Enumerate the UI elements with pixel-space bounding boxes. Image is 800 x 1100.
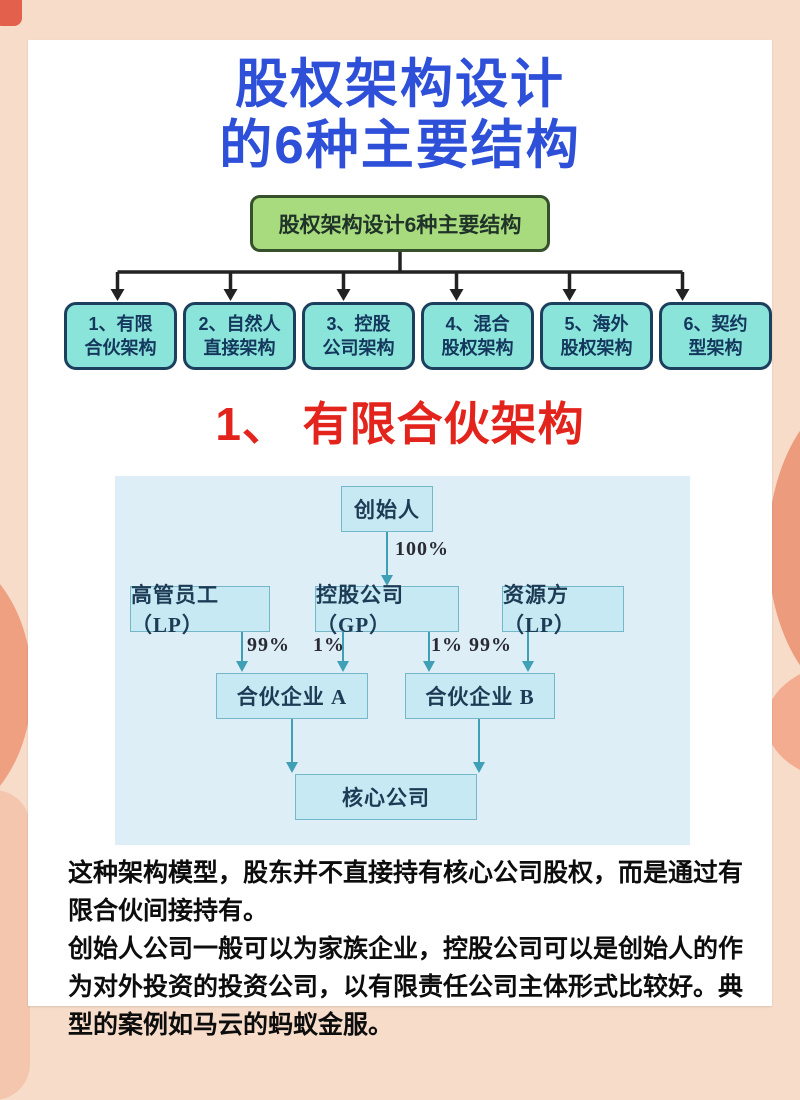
notes-text: 这种架构模型，股东并不直接持有核心公司股权，而是通过有限合伙间接持有。 创始人公… (68, 854, 750, 1044)
branch-label: 合伙架构 (84, 338, 157, 358)
node-founder: 创始人 (341, 486, 433, 532)
structure-branches: 1、有限 合伙架构 2、自然人 直接架构 3、控股 公司架构 4、混合 股权架构… (64, 302, 772, 370)
branch-label: 6、契约 (683, 314, 748, 334)
left-peach-blob (0, 790, 30, 1100)
edge-label-99pct: 99% (247, 634, 290, 656)
branch-label: 股权架构 (441, 338, 514, 358)
page-title: 股权架构设计 的6种主要结构 (28, 54, 772, 176)
page-title-line1: 股权架构设计 (235, 55, 565, 114)
right-salmon-blob (768, 388, 800, 708)
overview-tree: 股权架构设计6种主要结构 1 (28, 195, 772, 370)
node-partnership-a: 合伙企业 A (216, 673, 368, 719)
branch-label: 4、混合 (445, 314, 510, 334)
node-holding-gp: 控股公司（GP） (315, 583, 459, 637)
branch-mixed-equity: 4、混合 股权架构 (421, 302, 534, 370)
branch-contract-type: 6、契约 型架构 (659, 302, 772, 370)
node-executives-lp: 高管员工（LP） (130, 583, 270, 637)
diagram-arrows (236, 532, 534, 773)
poster-card: 股权架构设计 的6种主要结构 股权架构设计6种主要结构 (28, 40, 772, 1039)
edge-label-1-99pct: 1% 99% (431, 634, 512, 656)
notes-paragraph-2: 创始人公司一般可以为家族企业，控股公司可以是创始人的作为对外投资的投资公司，以有… (68, 935, 744, 1039)
branch-limited-partnership: 1、有限 合伙架构 (64, 302, 177, 370)
branch-natural-person: 2、自然人 直接架构 (183, 302, 296, 370)
node-partnership-b: 合伙企业 B (405, 673, 555, 719)
branch-overseas-equity: 5、海外 股权架构 (540, 302, 653, 370)
branch-label: 直接架构 (203, 338, 276, 358)
branch-label: 5、海外 (564, 314, 629, 334)
branch-label: 公司架构 (322, 338, 395, 358)
corner-accent-shape (0, 0, 22, 26)
section-heading: 1、 有限合伙架构 (215, 398, 585, 450)
page-title-line2: 的6种主要结构 (219, 116, 581, 175)
node-resources-lp: 资源方（LP） (502, 583, 624, 637)
branch-label: 型架构 (688, 338, 743, 358)
branch-label: 股权架构 (560, 338, 633, 358)
node-core-company: 核心公司 (295, 774, 477, 820)
branch-label: 3、控股 (326, 314, 391, 334)
branch-label: 1、有限 (88, 314, 153, 334)
branch-holding-company: 3、控股 公司架构 (302, 302, 415, 370)
edge-label-1pct: 1% (313, 634, 345, 656)
notes-paragraph-1: 这种架构模型，股东并不直接持有核心公司股权，而是通过有限合伙间接持有。 (68, 859, 744, 925)
partnership-diagram: 创始人 高管员工（LP） 控股公司（GP） 资源方（LP） 合伙企业 A 合伙企… (115, 476, 690, 845)
tree-connector-lines (110, 252, 690, 301)
branch-label: 2、自然人 (198, 314, 281, 334)
edge-label-100pct: 100% (395, 538, 449, 560)
tree-root-box: 股权架构设计6种主要结构 (250, 195, 550, 252)
